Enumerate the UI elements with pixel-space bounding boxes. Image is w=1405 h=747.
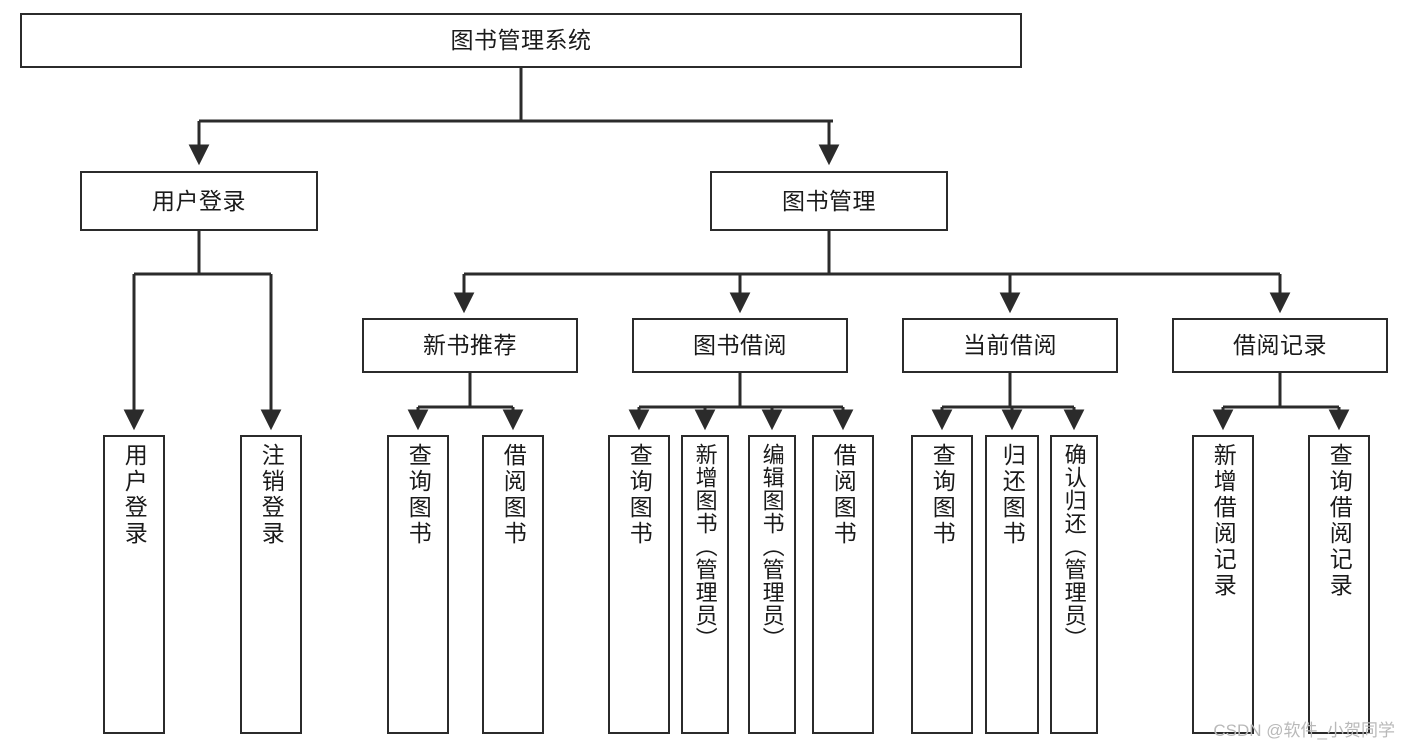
node-borrow-book-2[interactable]: 借阅图书	[812, 435, 874, 734]
node-new-book-recommend[interactable]: 新书推荐	[362, 318, 578, 373]
node-confirm-return-admin[interactable]: 确认归还（管理员）	[1050, 435, 1098, 734]
node-current-borrow-label: 当前借阅	[963, 332, 1057, 359]
node-user-login-label: 用户登录	[152, 187, 246, 214]
node-user-login-leaf[interactable]: 用户登录	[103, 435, 165, 734]
node-borrow-book-2-label: 借阅图书	[830, 443, 857, 547]
node-query-book-2[interactable]: 查询图书	[608, 435, 670, 734]
node-borrow-record[interactable]: 借阅记录	[1172, 318, 1388, 373]
node-query-borrow-record-label: 查询借阅记录	[1326, 443, 1353, 599]
node-user-login[interactable]: 用户登录	[80, 171, 318, 231]
node-query-book-2-label: 查询图书	[626, 443, 653, 547]
node-confirm-return-admin-label: 确认归还（管理员）	[1061, 443, 1087, 650]
node-query-book-3[interactable]: 查询图书	[911, 435, 973, 734]
node-new-book-recommend-label: 新书推荐	[423, 332, 517, 359]
watermark: CSDN @软件_小贺同学	[1213, 721, 1395, 740]
node-user-login-leaf-label: 用户登录	[121, 443, 148, 547]
node-return-book[interactable]: 归还图书	[985, 435, 1039, 734]
node-edit-book-admin[interactable]: 编辑图书（管理员）	[748, 435, 796, 734]
node-root-label: 图书管理系统	[450, 27, 592, 54]
node-add-borrow-record[interactable]: 新增借阅记录	[1192, 435, 1254, 734]
node-book-manage-label: 图书管理	[782, 187, 876, 214]
node-book-manage[interactable]: 图书管理	[710, 171, 948, 231]
node-borrow-book-1[interactable]: 借阅图书	[482, 435, 544, 734]
node-book-borrow[interactable]: 图书借阅	[632, 318, 848, 373]
node-book-borrow-label: 图书借阅	[693, 332, 787, 359]
node-borrow-book-1-label: 借阅图书	[500, 443, 527, 547]
node-query-book-1-label: 查询图书	[405, 443, 432, 547]
node-query-book-3-label: 查询图书	[929, 443, 956, 547]
node-current-borrow[interactable]: 当前借阅	[902, 318, 1118, 373]
node-root[interactable]: 图书管理系统	[20, 13, 1022, 68]
node-edit-book-admin-label: 编辑图书（管理员）	[759, 443, 785, 650]
node-query-borrow-record[interactable]: 查询借阅记录	[1308, 435, 1370, 734]
node-user-logout-leaf[interactable]: 注销登录	[240, 435, 302, 734]
node-add-borrow-record-label: 新增借阅记录	[1210, 443, 1237, 599]
node-add-book-admin-label: 新增图书（管理员）	[692, 443, 718, 650]
node-borrow-record-label: 借阅记录	[1233, 332, 1327, 359]
node-return-book-label: 归还图书	[999, 443, 1026, 547]
node-user-logout-leaf-label: 注销登录	[258, 443, 285, 547]
node-add-book-admin[interactable]: 新增图书（管理员）	[681, 435, 729, 734]
node-query-book-1[interactable]: 查询图书	[387, 435, 449, 734]
